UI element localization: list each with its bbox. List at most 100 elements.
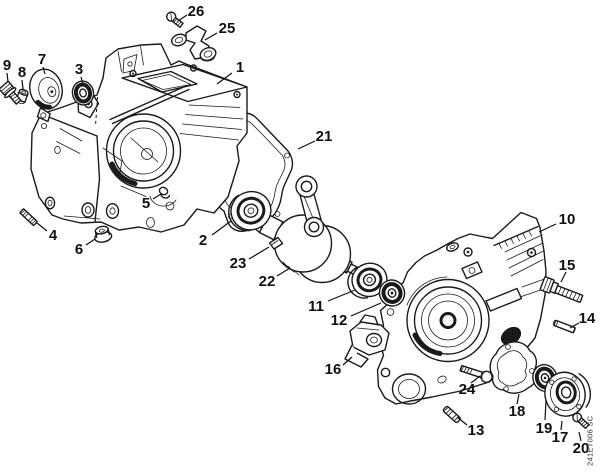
part-9-screw — [0, 80, 22, 105]
diagram-detail-line — [130, 137, 159, 163]
callout-number-19: 19 — [536, 420, 553, 437]
diagram-detail-line — [200, 55, 216, 62]
callout-leader-7 — [42, 66, 46, 75]
diagram-detail-line — [519, 278, 545, 298]
diagram-detail-line — [555, 380, 577, 405]
diagram-detail-line — [95, 96, 98, 127]
diagram-detail-line — [303, 216, 325, 238]
callout-number-23: 23 — [230, 255, 247, 272]
diagram-detail-line — [381, 282, 403, 304]
diagram-detail-line — [84, 206, 92, 214]
diagram-detail-line — [21, 90, 27, 95]
callout-number-12: 12 — [331, 312, 348, 329]
diagram-detail-line — [199, 47, 217, 61]
part-17-cover-flange — [544, 371, 591, 417]
diagram-detail-line — [47, 199, 53, 207]
callout-leader-5 — [152, 193, 162, 200]
diagram-detail-line — [38, 77, 60, 104]
diagram-detail-line — [268, 236, 284, 250]
callout-leader-12 — [350, 302, 382, 317]
diagram-detail-line — [498, 230, 532, 249]
diagram-detail-line — [460, 365, 473, 375]
diagram-detail-line — [284, 152, 290, 159]
callout-number-6: 6 — [75, 241, 83, 258]
diagram-detail-line — [236, 93, 238, 96]
diagram-detail-line — [243, 203, 259, 218]
callout-number-13: 13 — [468, 422, 485, 439]
diagram-detail-line — [386, 308, 395, 316]
diagram-detail-line — [141, 74, 192, 90]
callout-leader-1 — [216, 72, 233, 85]
diagram-detail-line — [370, 336, 378, 344]
diagram-detail-line — [271, 240, 279, 245]
diagram-detail-line — [137, 70, 198, 93]
diagram-detail-line — [557, 286, 581, 302]
diagram-detail-line — [554, 284, 584, 304]
callout-layer: 1234567891011121314151617181920212223242… — [3, 3, 596, 457]
diagram-detail-line — [47, 86, 57, 98]
diagram-detail-line — [109, 161, 138, 186]
diagram-detail-line — [503, 386, 509, 392]
diagram-detail-line — [81, 202, 95, 218]
callout-leader-22 — [276, 267, 291, 277]
diagram-detail-line — [406, 276, 448, 306]
diagram-detail-line — [109, 207, 116, 215]
diagram-detail-line — [165, 201, 175, 211]
diagram-detail-line — [391, 373, 427, 405]
diagram-detail-line — [356, 267, 383, 293]
diagram-detail-line — [530, 251, 533, 254]
part-18-gasket — [489, 341, 538, 394]
callout-number-24: 24 — [459, 381, 476, 398]
diagram-detail-line — [36, 107, 51, 123]
diagram-detail-line — [463, 247, 473, 257]
part-25-bracket — [171, 25, 217, 62]
callout-leader-26 — [177, 14, 188, 22]
diagram-detail-line — [141, 148, 153, 160]
diagram-detail-line — [40, 112, 47, 119]
part-1-crankcase-half-left — [30, 43, 248, 233]
diagram-detail-line — [421, 293, 475, 348]
diagram-detail-line — [228, 194, 251, 232]
part-23-key — [268, 236, 284, 250]
diagram-detail-line — [300, 180, 313, 193]
diagram-detail-line — [189, 64, 198, 72]
callout-leader-14 — [569, 322, 580, 329]
diagram-detail-line — [20, 209, 37, 225]
diagram-detail-line — [504, 234, 544, 277]
callout-number-8: 8 — [18, 64, 26, 81]
callout-leader-9 — [6, 72, 9, 83]
diagram-detail-line — [94, 225, 109, 235]
diagram-detail-line — [505, 344, 511, 350]
diagram-detail-line — [549, 379, 555, 385]
diagram-detail-line — [63, 215, 101, 220]
diagram-detail-line — [344, 344, 369, 368]
diagram-detail-line — [295, 175, 318, 198]
diagram-detail-line — [0, 83, 13, 94]
diagram-detail-line — [480, 370, 493, 383]
diagram-detail-line — [365, 332, 383, 348]
diagram-detail-line — [18, 88, 29, 96]
diagram-detail-line — [579, 419, 588, 427]
diagram-detail-line — [461, 261, 483, 280]
callout-leader-8 — [21, 79, 24, 90]
diagram-detail-line — [406, 278, 490, 363]
diagram-detail-line — [443, 406, 460, 422]
diagram-detail-line — [19, 208, 38, 226]
callout-leader-3 — [80, 76, 84, 85]
diagram-detail-line — [442, 405, 461, 424]
callout-leader-4 — [36, 222, 48, 232]
diagram-detail-line — [390, 291, 394, 295]
diagram-detail-line — [170, 12, 173, 21]
diagram-detail-line — [105, 202, 120, 219]
callout-number-5: 5 — [142, 195, 150, 212]
diagram-detail-line — [127, 61, 133, 67]
callout-number-20: 20 — [573, 440, 590, 457]
callout-number-26: 26 — [188, 3, 205, 20]
diagram-detail-line — [132, 72, 134, 75]
diagram-detail-line — [496, 350, 528, 387]
callout-number-25: 25 — [219, 20, 236, 37]
diagram-detail-line — [102, 147, 147, 197]
part-14-pin — [552, 319, 576, 334]
callout-number-14: 14 — [579, 310, 596, 327]
diagram-detail-line — [437, 375, 447, 384]
